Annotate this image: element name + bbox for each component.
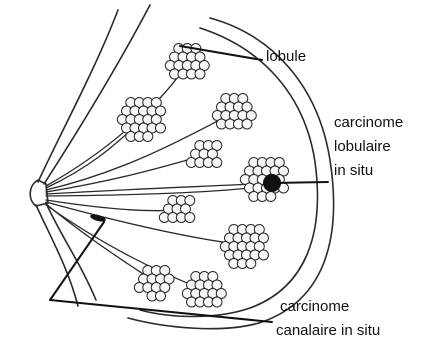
lobule-cluster <box>117 98 165 142</box>
lobule-cluster <box>134 266 174 302</box>
ductal-carcinoma-leader-a <box>50 222 104 300</box>
lobule-acinus <box>212 297 222 307</box>
label-lobular-carcinoma-line-1: carcinome <box>334 114 403 132</box>
label-ductal-carcinoma-line-1: carcinome <box>280 298 349 316</box>
label-lobular-carcinoma-line-2: lobulaire <box>334 138 391 156</box>
upper-skin-line-2 <box>44 5 150 184</box>
lobule-acinus <box>266 192 276 202</box>
nipple <box>30 180 48 206</box>
lobule-acinus <box>156 291 166 301</box>
lobule-acinus <box>242 119 252 129</box>
lobule-acinus <box>195 69 205 79</box>
upper-skin-line <box>38 10 118 182</box>
lobule-acinus <box>185 213 195 223</box>
label-lobular-carcinoma-line-3: in situ <box>334 162 373 180</box>
lobule-acinus <box>143 132 153 142</box>
lobule-acinus <box>156 123 166 133</box>
label-ductal-carcinoma-line-2: canalaire in situ <box>276 322 380 340</box>
lobule-cluster <box>159 196 195 223</box>
lobules <box>117 44 288 308</box>
lobule-cluster <box>165 44 209 80</box>
lobule-cluster <box>186 141 222 168</box>
lobule-cluster <box>220 225 268 269</box>
lobule-acinus <box>259 250 269 260</box>
lobule-cluster <box>212 94 256 130</box>
label-lobule: lobule <box>266 48 306 66</box>
lobule-acinus <box>246 259 256 269</box>
lobule-cluster <box>182 272 226 308</box>
lobule-acinus <box>212 158 222 168</box>
lobular-carcinoma-leader <box>272 182 328 183</box>
